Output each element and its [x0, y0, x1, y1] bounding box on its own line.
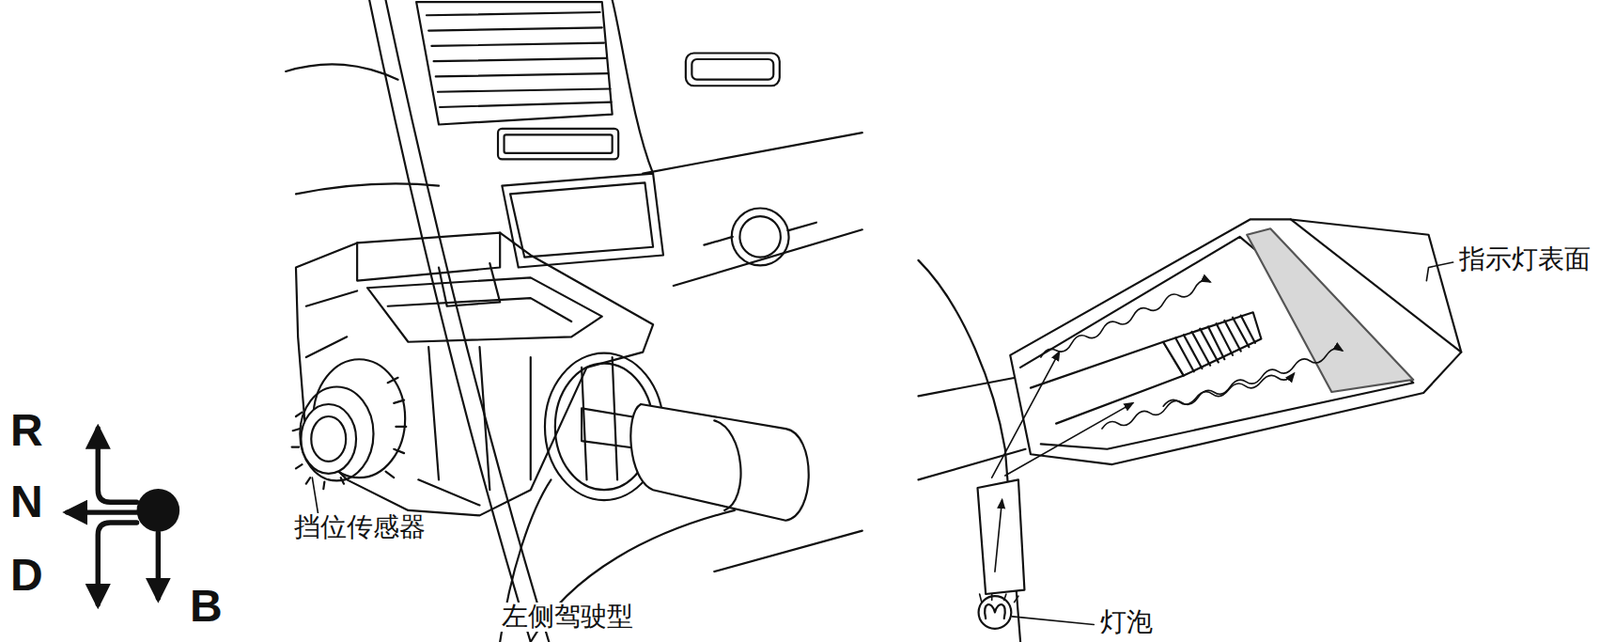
gear-label: B — [187, 581, 225, 632]
gear-label: D — [8, 550, 46, 601]
caption-label: 左侧驾驶型 — [499, 602, 636, 632]
shift-lever — [499, 353, 809, 642]
part-label: 挡位传感器 — [292, 512, 428, 543]
leader-lines — [311, 262, 1453, 624]
lever-cutaway — [917, 218, 1461, 642]
gear-label: R — [8, 405, 46, 456]
gear-label: N — [8, 477, 46, 528]
dashboard — [285, 0, 863, 642]
part-label: 灯泡 — [1098, 607, 1155, 637]
shift-pattern — [67, 428, 180, 605]
shift-sensor-housing — [292, 233, 653, 516]
part-label: 指示灯表面 — [1457, 245, 1593, 275]
